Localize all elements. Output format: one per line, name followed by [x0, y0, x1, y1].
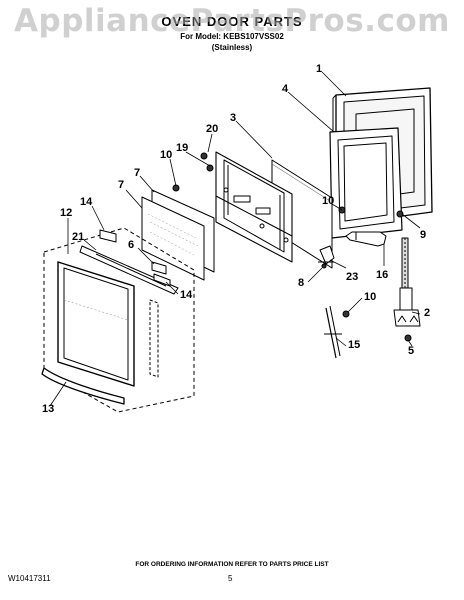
ordering-note: FOR ORDERING INFORMATION REFER TO PARTS … [135, 561, 329, 568]
callout-13: 13 [42, 403, 54, 415]
callout-21: 21 [72, 231, 84, 243]
hinge-bracket-left [99, 229, 117, 243]
callout-9: 9 [420, 229, 426, 241]
page-title: OVEN DOOR PARTS [161, 14, 303, 29]
model-line: For Model: KEBS107VSS02 [180, 32, 284, 41]
callout-16: 16 [376, 269, 388, 281]
callout-14-right: 14 [180, 289, 193, 301]
callout-7-lower: 7 [118, 179, 124, 191]
callout-labels: 1 4 3 20 19 10 7 7 14 12 21 6 14 10 9 23… [42, 63, 430, 415]
callout-20: 20 [206, 123, 218, 135]
variant-line: (Stainless) [211, 43, 253, 52]
hinge-rod [324, 305, 342, 359]
side-trim-strip [149, 299, 159, 378]
callout-6: 6 [128, 239, 134, 251]
callout-10-top: 10 [160, 149, 172, 161]
callout-1: 1 [316, 63, 322, 75]
callout-14-left: 14 [80, 196, 93, 208]
hinge-bracket-right [151, 261, 167, 275]
callout-5: 5 [408, 345, 414, 357]
hinge-arm [393, 237, 421, 327]
callout-10-mid: 10 [322, 195, 334, 207]
middle-glass-front [141, 196, 205, 281]
page-number: 5 [228, 574, 233, 583]
door-handle [41, 367, 125, 405]
callout-23: 23 [346, 271, 358, 283]
callout-3: 3 [230, 112, 236, 124]
leader-lines [49, 71, 421, 407]
callout-2: 2 [424, 307, 430, 319]
callout-8: 8 [298, 277, 304, 289]
callout-19: 19 [176, 142, 188, 154]
document-number: W10417311 [8, 574, 51, 583]
callout-4: 4 [282, 83, 289, 95]
callout-12: 12 [60, 207, 72, 219]
outer-glass-panel [57, 261, 135, 387]
callout-15: 15 [348, 339, 360, 351]
glass-support-frame [215, 151, 293, 263]
door-frame [329, 127, 403, 239]
hinge-assembly [345, 231, 387, 247]
hinge-clip [319, 245, 335, 265]
callout-10-low: 10 [364, 291, 376, 303]
watermark: AppliancePartsPros.com [14, 3, 450, 39]
callout-7-upper: 7 [134, 167, 140, 179]
